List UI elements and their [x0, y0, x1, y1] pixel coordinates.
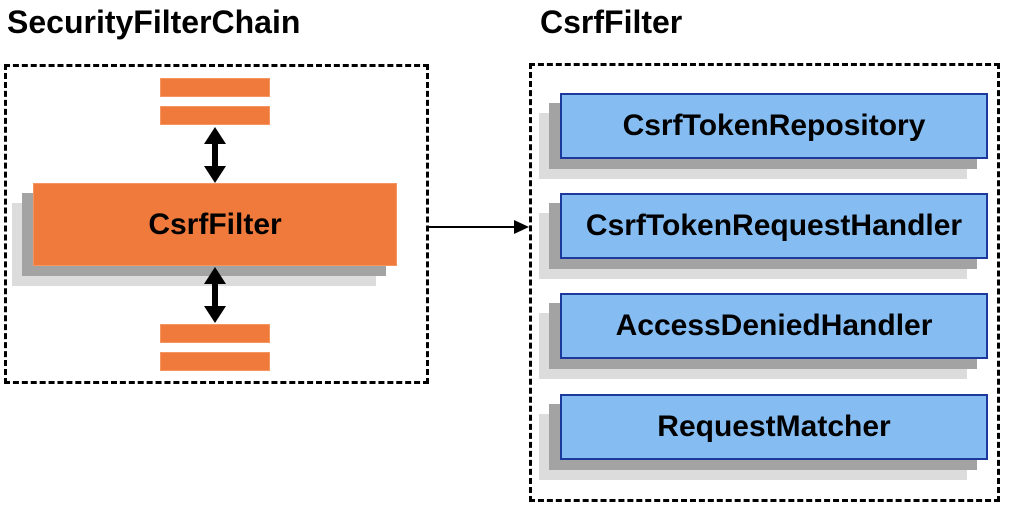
- csrf-filter-box-label: CsrfFilter: [148, 207, 282, 241]
- component-box-csrf-token-repository: CsrfTokenRepository: [560, 93, 988, 159]
- filter-placeholder-bar: [160, 78, 270, 97]
- security-filter-chain-panel: [4, 64, 429, 384]
- component-box-csrf-token-request-handler: CsrfTokenRequestHandler: [560, 193, 988, 259]
- csrf-filter-panel: [529, 63, 1000, 502]
- component-label: CsrfTokenRequestHandler: [585, 209, 963, 242]
- filter-placeholder-bar: [160, 324, 270, 343]
- right-panel-title: CsrfFilter: [540, 4, 683, 40]
- filter-placeholder-bar: [160, 106, 270, 125]
- component-label: RequestMatcher: [657, 410, 891, 443]
- right-arrow-icon: [428, 220, 529, 234]
- component-box-request-matcher: RequestMatcher: [560, 394, 988, 460]
- filter-placeholder-bar: [160, 352, 270, 371]
- left-panel-title: SecurityFilterChain: [7, 4, 301, 40]
- component-label: CsrfTokenRepository: [622, 109, 926, 142]
- double-headed-arrow-icon: [204, 127, 226, 183]
- csrf-filter-box: CsrfFilter: [33, 183, 397, 266]
- component-box-access-denied-handler: AccessDeniedHandler: [560, 293, 988, 359]
- double-headed-arrow-icon: [204, 267, 226, 323]
- component-label: AccessDeniedHandler: [615, 309, 933, 342]
